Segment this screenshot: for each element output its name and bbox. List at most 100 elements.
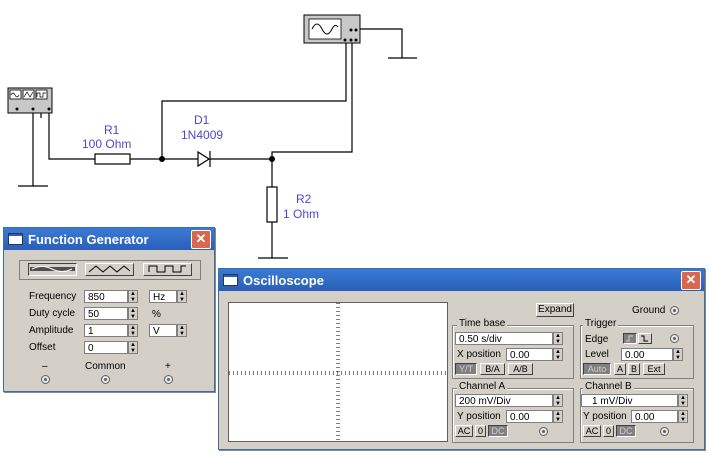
level-spinner[interactable]: ▲▼ — [673, 348, 683, 361]
frequency-unit-select[interactable]: Hz — [149, 290, 177, 303]
offset-input[interactable]: 0 — [84, 341, 128, 354]
scope-graticule — [229, 303, 447, 441]
function-generator-window: Function Generator ✕ Frequency 850 ▲▼ Hz… — [3, 227, 215, 392]
channel-b-terminal[interactable] — [660, 427, 669, 436]
channel-a-scale-spinner[interactable]: ▲▼ — [553, 394, 563, 407]
frequency-spinner[interactable]: ▲▼ — [128, 290, 138, 303]
minus-terminal-label: – — [42, 361, 48, 372]
r2-value: 1 Ohm — [283, 207, 319, 221]
auto-trigger-button[interactable]: Auto — [583, 363, 611, 375]
oscilloscope-window: Oscilloscope ✕ Expand Ground Time base 0… — [218, 268, 705, 450]
channel-b-y-position-spinner[interactable]: ▲▼ — [678, 410, 688, 423]
x-position-spinner[interactable]: ▲▼ — [553, 348, 563, 361]
channel-a-group — [452, 388, 574, 443]
amplitude-unit-select[interactable]: V — [149, 324, 177, 337]
duty-cycle-label: Duty cycle — [29, 308, 76, 319]
channel-a-y-position-spinner[interactable]: ▲▼ — [553, 410, 563, 423]
amplitude-spinner[interactable]: ▲▼ — [128, 324, 138, 337]
channel-b-scale-select[interactable]: 1 mV/Div — [581, 394, 678, 407]
offset-spinner[interactable]: ▲▼ — [128, 341, 138, 354]
waveform-selector — [19, 260, 201, 280]
oscilloscope-title: Oscilloscope — [243, 272, 324, 288]
ground-terminal[interactable] — [670, 306, 679, 315]
timebase-title: Time base — [457, 318, 508, 329]
square-wave-button[interactable] — [143, 263, 192, 276]
channel-a-dc-button[interactable]: DC — [488, 425, 508, 437]
duty-cycle-unit: % — [152, 309, 161, 320]
function-generator-titlebar[interactable]: Function Generator ✕ — [4, 228, 214, 250]
trigger-ext-button[interactable]: Ext — [643, 363, 665, 375]
triangle-wave-button[interactable] — [85, 263, 134, 276]
junction-dot — [159, 156, 165, 162]
trigger-terminal[interactable] — [670, 334, 679, 343]
common-terminal[interactable] — [101, 375, 110, 384]
rising-edge-icon — [626, 335, 633, 342]
amplitude-unit-spinner[interactable]: ▲▼ — [177, 324, 187, 337]
minus-terminal[interactable] — [41, 375, 50, 384]
ab-mode-button[interactable]: A/B — [508, 363, 533, 375]
d1-value: 1N4009 — [181, 128, 223, 142]
triangle-wave-icon — [88, 265, 131, 273]
plus-terminal[interactable] — [164, 375, 173, 384]
channel-a-y-position-label: Y position — [457, 411, 501, 422]
duty-cycle-input[interactable]: 50 — [84, 307, 128, 320]
channel-a-scale-select[interactable]: 200 mV/Div — [455, 394, 553, 407]
channel-b-scale-spinner[interactable]: ▲▼ — [678, 394, 688, 407]
r1-value: 100 Ohm — [82, 137, 131, 151]
common-terminal-label: Common — [85, 361, 126, 372]
channel-b-title: Channel B — [583, 381, 634, 392]
duty-cycle-spinner[interactable]: ▲▼ — [128, 307, 138, 320]
level-label: Level — [585, 349, 609, 360]
r1-name: R1 — [104, 123, 120, 137]
channel-a-terminal[interactable] — [539, 427, 548, 436]
channel-a-ac-button[interactable]: AC — [455, 425, 473, 437]
r2-name: R2 — [296, 192, 312, 206]
channel-a-y-position-input[interactable]: 0.00 — [506, 410, 553, 423]
junction-dot — [269, 156, 275, 162]
trigger-a-button[interactable]: A — [614, 363, 626, 375]
rising-edge-button[interactable] — [623, 333, 637, 344]
sine-wave-icon — [30, 266, 75, 272]
offset-label: Offset — [29, 342, 56, 353]
expand-button[interactable]: Expand — [536, 303, 574, 317]
ba-mode-button[interactable]: B/A — [480, 363, 505, 375]
channel-b-zero-button[interactable]: 0 — [603, 425, 614, 437]
resistor-r1 — [94, 153, 131, 165]
frequency-input[interactable]: 850 — [84, 290, 128, 303]
function-generator-icon — [7, 87, 53, 114]
channel-b-ac-button[interactable]: AC — [583, 425, 601, 437]
channel-b-y-position-label: Y position — [583, 411, 627, 422]
timebase-select[interactable]: 0.50 s/div — [455, 332, 553, 345]
channel-b-dc-button[interactable]: DC — [616, 425, 636, 437]
frequency-unit-spinner[interactable]: ▲▼ — [177, 290, 187, 303]
channel-b-y-position-input[interactable]: 0.00 — [631, 410, 678, 423]
diode-d1 — [197, 150, 211, 168]
level-input[interactable]: 0.00 — [621, 348, 673, 361]
amplitude-input[interactable]: 1 — [84, 324, 128, 337]
oscilloscope-icon — [303, 14, 361, 44]
close-button[interactable]: ✕ — [681, 271, 701, 290]
window-icon — [223, 274, 238, 286]
timebase-spinner[interactable]: ▲▼ — [553, 332, 563, 345]
frequency-label: Frequency — [29, 291, 77, 302]
channel-a-zero-button[interactable]: 0 — [475, 425, 486, 437]
channel-b-group — [580, 388, 694, 443]
x-position-input[interactable]: 0.00 — [506, 348, 553, 361]
edge-label: Edge — [585, 334, 609, 345]
window-icon — [8, 233, 23, 245]
yt-mode-button[interactable]: Y/T — [455, 363, 477, 375]
close-button[interactable]: ✕ — [191, 230, 211, 249]
falling-edge-button[interactable] — [638, 333, 652, 344]
scope-screen[interactable] — [228, 302, 448, 442]
sine-wave-button[interactable] — [28, 263, 77, 276]
function-generator-title: Function Generator — [28, 231, 149, 247]
d1-name: D1 — [194, 113, 210, 127]
plus-terminal-label: + — [165, 361, 171, 372]
oscilloscope-titlebar[interactable]: Oscilloscope ✕ — [219, 269, 704, 291]
trigger-group — [580, 325, 694, 379]
trigger-b-button[interactable]: B — [628, 363, 640, 375]
timebase-group — [452, 325, 574, 379]
amplitude-label: Amplitude — [29, 325, 74, 336]
x-position-label: X position — [457, 349, 501, 360]
